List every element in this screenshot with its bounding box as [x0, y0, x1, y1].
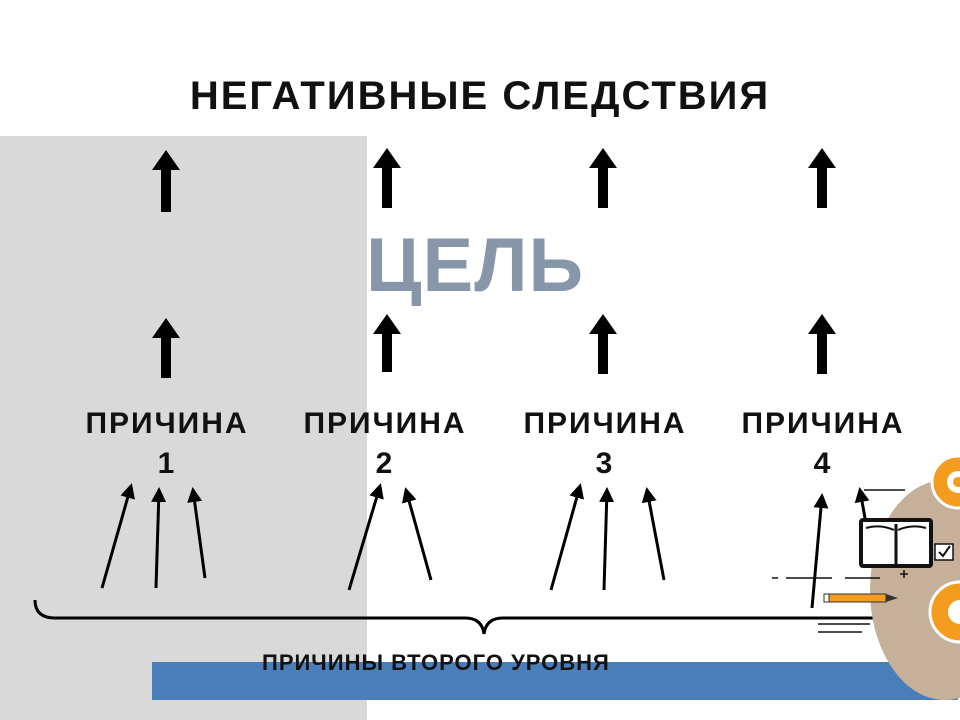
cause-4-number: 4 — [813, 447, 833, 480]
cause-3-label: ПРИЧИНА — [523, 407, 687, 440]
cause-1-number: 1 — [157, 447, 177, 480]
background-gray-panel — [0, 136, 367, 720]
gear-icon — [928, 580, 960, 644]
pencil-icon — [823, 593, 898, 603]
up-arrow — [152, 318, 180, 378]
cause-3-number: 3 — [595, 447, 615, 480]
cause-3: ПРИЧИНА 3 — [495, 404, 715, 484]
cause-2-number: 2 — [375, 447, 395, 480]
curly-brace — [33, 599, 927, 635]
decorative-lines — [772, 489, 908, 633]
cause-4: ПРИЧИНА 4 — [713, 404, 933, 484]
cause-1: ПРИЧИНА 1 — [57, 404, 277, 484]
up-arrow — [152, 150, 180, 212]
cause-2: ПРИЧИНА 2 — [275, 404, 495, 484]
up-arrow — [589, 314, 617, 374]
up-arrow — [589, 148, 617, 208]
checkbox-icon — [934, 543, 954, 561]
lower-arrows — [152, 314, 836, 378]
cause-4-label: ПРИЧИНА — [741, 407, 905, 440]
up-arrow — [373, 148, 401, 208]
up-arrow — [373, 314, 401, 372]
second-level-causes-label: ПРИЧИНЫ ВТОРОГО УРОВНЯ — [262, 650, 610, 675]
cause-1-label: ПРИЧИНА — [85, 407, 249, 440]
upper-arrows — [152, 148, 836, 212]
decorative-illustration — [772, 454, 960, 700]
title-negative-consequences: НЕГАТИВНЫЕ СЛЕДСТВИЯ — [189, 74, 771, 118]
up-arrow — [808, 314, 836, 374]
up-arrow — [808, 148, 836, 208]
goal-label: ЦЕЛЬ — [366, 223, 585, 308]
thin-arrows — [100, 483, 883, 609]
book-icon — [859, 518, 933, 568]
gear-icon — [930, 454, 960, 510]
blue-bar — [152, 662, 958, 700]
cause-2-label: ПРИЧИНА — [303, 407, 467, 440]
